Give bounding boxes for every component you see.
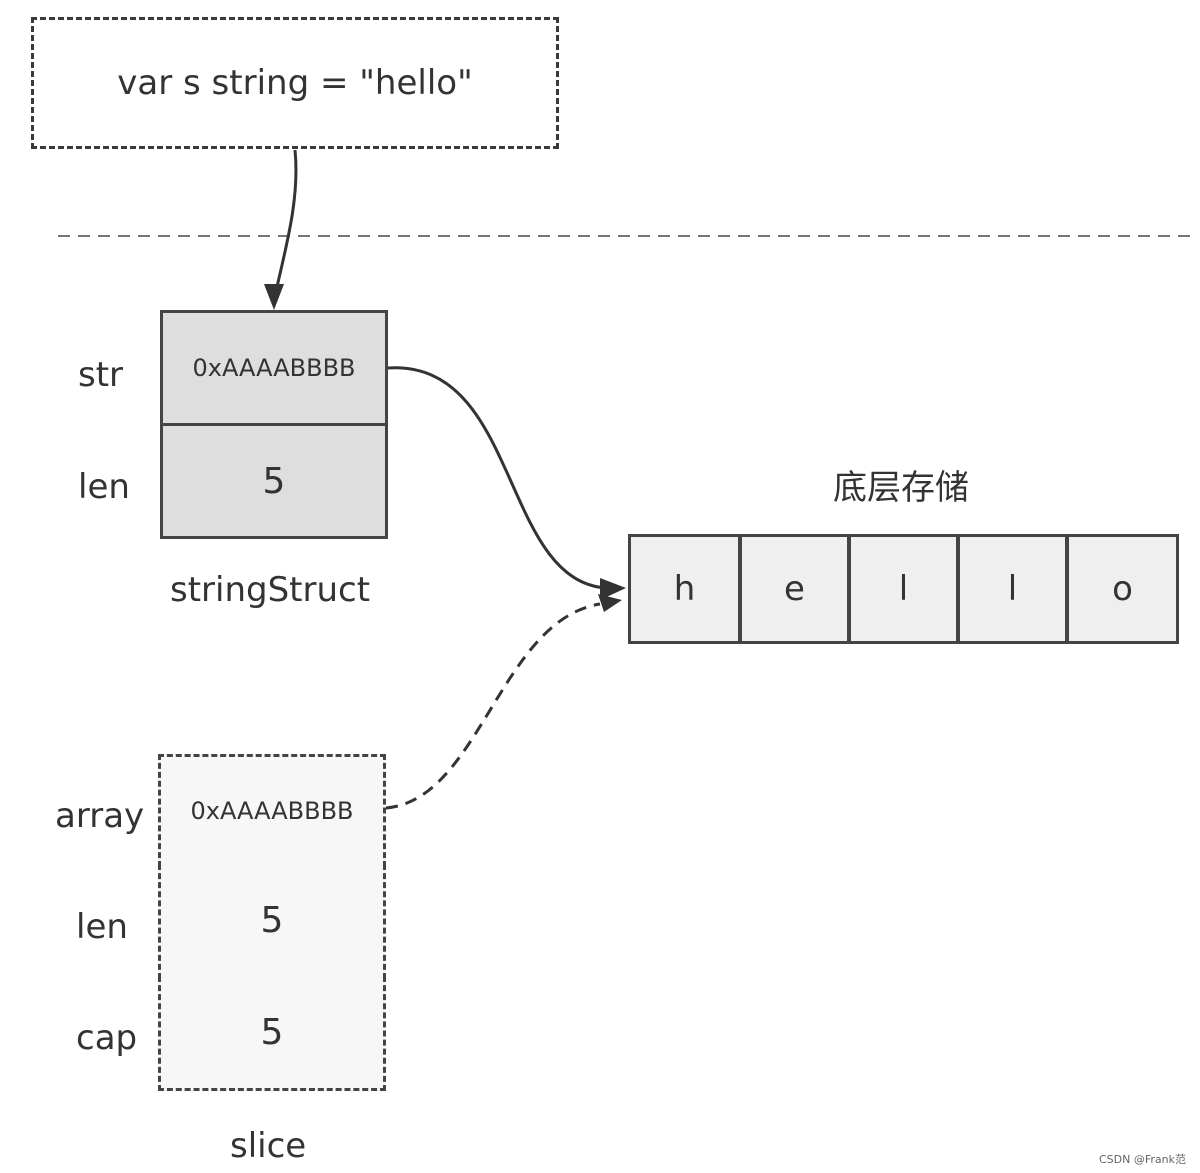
struct-field-label-len: len [78,467,130,507]
declaration-code: var s string = "hello" [117,63,473,103]
slice-caption: slice [230,1126,307,1166]
watermark: CSDN @Frank范 [1099,1153,1186,1166]
slice-array-cell: 0xAAAABBBB [158,754,386,867]
storage-char-cell: o [1066,534,1179,644]
slice-field-label-cap: cap [76,1018,138,1058]
decl-to-struct-arrow [272,149,298,301]
decl-arrowhead [264,284,284,310]
slice-field-label-len: len [76,907,128,947]
struct-field-label-str: str [78,355,124,395]
declaration-box: var s string = "hello" [31,17,559,149]
array-pointer-arrow [385,602,601,810]
string-struct-caption: stringStruct [170,570,371,610]
str-pointer-arrow [387,366,607,590]
storage-title: 底层存储 [833,468,969,508]
slice-field-label-array: array [55,796,145,836]
storage-char-cell: l [957,534,1068,644]
struct-str-cell: 0xAAAABBBB [163,313,385,426]
str-pointer-arrowhead [600,578,626,600]
storage-char-cell: e [739,534,850,644]
array-pointer-arrowhead [598,594,622,612]
struct-len-cell: 5 [262,460,286,502]
storage-char-cell: h [628,534,741,644]
slice-cap-cell: 5 [158,976,386,1091]
slice-len-cell: 5 [158,864,386,979]
string-struct-box: 0xAAAABBBB 5 [160,310,388,539]
slice-box: 0xAAAABBBB 5 5 [158,754,386,1091]
storage-char-cell: l [848,534,959,644]
